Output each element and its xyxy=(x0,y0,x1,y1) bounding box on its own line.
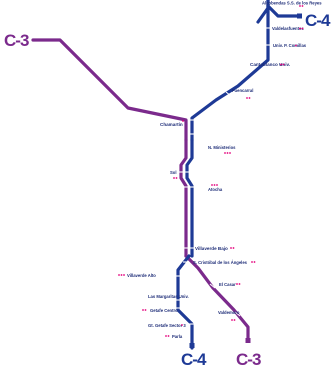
c3-trunk xyxy=(179,138,188,258)
station-alcobendas: Alcobendas S.S. de los Reyes xyxy=(262,1,322,6)
station-sol: Sol xyxy=(170,170,177,175)
c4-south-branch xyxy=(176,254,194,350)
station-s-cristobal: S. Cristóbal de los Ángeles xyxy=(193,260,248,265)
c3-left-tag: C-3 xyxy=(4,31,29,50)
c4-top-terminal xyxy=(297,13,302,19)
station-valdelasfuentes: Valdelasfuentes xyxy=(272,26,304,31)
station-cantoblanco: Cantoblanco Univ. xyxy=(250,62,290,67)
station-labels: Alcobendas S.S. de los Reyes Valdelasfue… xyxy=(127,1,322,340)
station-ticks xyxy=(175,27,271,325)
station-n-ministerios: N. Ministerios xyxy=(208,145,236,150)
station-villaverde-alto: Villaverde Alto xyxy=(127,273,156,278)
station-getafe-centro: Getafe Centro xyxy=(150,308,178,313)
interchange-markers xyxy=(118,5,304,337)
station-univ-comillas: Univ. P. Comillas xyxy=(273,43,307,48)
station-atocha: Atocha xyxy=(208,187,223,192)
c4-central-trunk xyxy=(185,138,194,258)
c4-north-trunk xyxy=(190,4,270,142)
station-el-casar: El Casar xyxy=(219,282,236,287)
c4-line xyxy=(176,0,302,350)
station-las-margaritas: Las Margaritas Univ. xyxy=(148,294,189,299)
station-villaverde-bajo: Villaverde Bajo xyxy=(195,246,228,251)
station-fuencarral: Fuencarral xyxy=(232,88,253,93)
c4-bottom-terminal xyxy=(189,343,195,348)
c4-bottom-tag: C-4 xyxy=(181,350,207,367)
c3-north-branch xyxy=(31,38,188,142)
station-getafe-sector3: Gt. Getafe Sector 3 xyxy=(148,323,186,328)
c3-bottom-tag: C-3 xyxy=(236,350,261,367)
c3-south-branch xyxy=(184,254,250,342)
station-valdemoro: Valdemoro xyxy=(218,310,240,315)
station-chamartin: Chamartín xyxy=(160,122,183,127)
station-parla: Parla xyxy=(172,334,183,339)
c3-bottom-terminal xyxy=(245,338,251,343)
c4-top-tag: C-4 xyxy=(305,11,331,30)
